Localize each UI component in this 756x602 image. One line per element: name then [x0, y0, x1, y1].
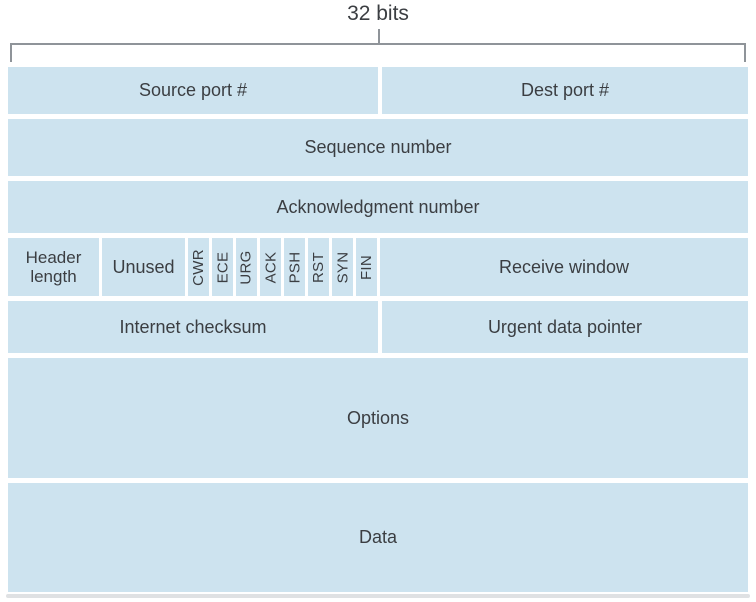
field-cell-receive-window: Receive window — [380, 238, 748, 296]
field-label: Sequence number — [304, 137, 452, 157]
field-label: Dest port # — [520, 80, 610, 100]
field-cell-urgent-data-pointer: Urgent data pointer — [382, 301, 748, 353]
field-cell-sequence-number: Sequence number — [8, 119, 748, 176]
field-cell-unused: Unused — [102, 238, 185, 296]
field-cell-ack: ACK — [260, 238, 281, 296]
field-label: RST — [310, 251, 327, 283]
field-label: Receive window — [498, 256, 630, 277]
bracket-center-tick — [378, 29, 380, 44]
field-label: URG — [238, 249, 256, 285]
field-cell-psh: PSH — [284, 238, 305, 296]
segment-row: Data — [8, 483, 748, 592]
field-cell-syn: SYN — [332, 238, 353, 296]
field-cell-dest-port: Dest port # — [382, 67, 748, 114]
field-label: Data — [358, 527, 398, 547]
bottom-shadow — [6, 594, 750, 598]
field-cell-rst: RST — [308, 238, 329, 296]
segment-row: Header length Unused CWR ECE URG ACK PSH RST SYN… — [8, 238, 748, 296]
field-cell-urg: URG — [236, 238, 257, 296]
field-label: ACK — [262, 251, 279, 283]
field-label: SYN — [334, 251, 351, 283]
field-label: Internet checksum — [119, 316, 267, 337]
field-label: Unused — [112, 256, 175, 277]
field-cell-data: Data — [8, 483, 748, 592]
field-cell-source-port: Source port # — [8, 67, 378, 114]
field-label: Source port # — [138, 80, 248, 100]
segment-row: Internet checksum Urgent data pointer — [8, 301, 748, 353]
segment-row: Sequence number — [8, 119, 748, 176]
bits-width-label: 32 bits — [347, 2, 409, 25]
field-cell-header-length: Header length — [8, 238, 99, 296]
width-bracket — [10, 43, 746, 62]
field-cell-options: Options — [8, 358, 748, 478]
field-label: Header length — [25, 247, 82, 286]
segment-row: Acknowledgment number — [8, 181, 748, 233]
field-label: PSH — [286, 251, 303, 283]
segment-row: Options — [8, 358, 748, 478]
field-label: ECE — [214, 251, 231, 283]
field-cell-ece: ECE — [212, 238, 233, 296]
field-label: Options — [346, 407, 410, 428]
field-cell-cwr: CWR — [188, 238, 209, 296]
field-label: Urgent data pointer — [487, 316, 643, 337]
field-label: FIN — [358, 254, 376, 280]
field-label: Acknowledgment number — [276, 196, 480, 217]
segment-row: Source port # Dest port # — [8, 67, 748, 114]
field-label: CWR — [190, 248, 208, 286]
field-cell-internet-checksum: Internet checksum — [8, 301, 378, 353]
field-cell-fin: FIN — [356, 238, 377, 296]
field-cell-acknowledgment-number: Acknowledgment number — [8, 181, 748, 233]
